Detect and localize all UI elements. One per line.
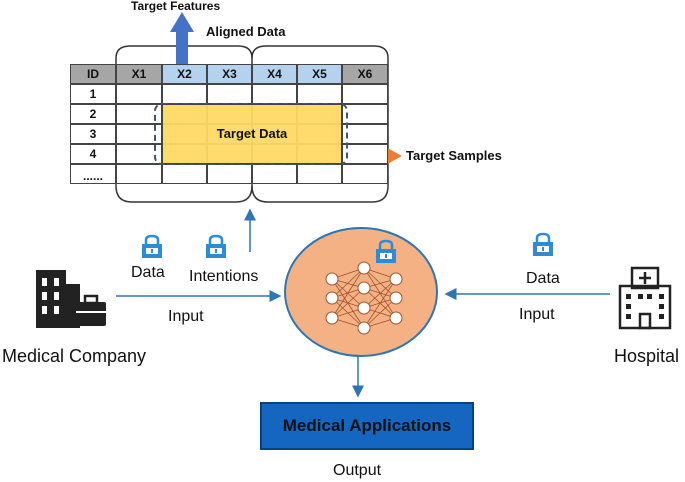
aligned-data-label: Aligned Data <box>206 24 286 39</box>
table-cell <box>342 104 388 124</box>
table-header-x3: X3 <box>207 64 252 84</box>
target-data-label: Target Data <box>216 126 288 141</box>
output-label: Output <box>333 462 382 479</box>
input-label-right: Input <box>519 306 555 323</box>
target-data-fill <box>162 104 342 164</box>
lock-icon <box>533 232 553 256</box>
table-row-id: ...... <box>70 164 116 184</box>
table-header-x1: X1 <box>116 64 162 84</box>
table-header-x6: X6 <box>342 64 388 84</box>
table-cell <box>207 84 252 104</box>
table-cell <box>116 144 162 164</box>
table-cell <box>162 164 207 184</box>
target-features-label: Target Features <box>131 0 221 13</box>
table-cell <box>252 164 297 184</box>
aligned-region-right <box>251 45 389 203</box>
hospital-label: Hospital <box>614 346 680 366</box>
intentions-label: Intentions <box>189 268 259 285</box>
data-label-left: Data <box>131 264 165 281</box>
medical-company-label: Medical Company <box>2 346 147 366</box>
table-cell <box>297 84 342 104</box>
data-label-right: Data <box>526 270 560 287</box>
table-header-x5: X5 <box>297 64 342 84</box>
lock-icon <box>206 234 226 258</box>
table-cell <box>116 124 162 144</box>
table-cell <box>297 164 342 184</box>
table-cell <box>252 84 297 104</box>
table-cell <box>342 144 388 164</box>
table-cell <box>116 164 162 184</box>
table-header-x4: X4 <box>252 64 297 84</box>
table-cell <box>342 124 388 144</box>
hospital-icon <box>618 266 672 330</box>
table-header-id: ID <box>70 64 116 84</box>
table-row-id: 1 <box>70 84 116 104</box>
table-row-id: 3 <box>70 124 116 144</box>
table-header-x2: X2 <box>162 64 207 84</box>
building-briefcase-icon <box>36 270 106 328</box>
lock-icon <box>142 234 162 258</box>
target-features-arrow <box>170 12 194 64</box>
table-cell <box>162 84 207 104</box>
table-cell <box>342 164 388 184</box>
lock-icon <box>376 239 396 263</box>
table-cell <box>116 104 162 124</box>
table-cell <box>116 84 162 104</box>
target-samples-label: Target Samples <box>406 148 502 163</box>
input-label-left: Input <box>168 308 204 325</box>
table-row-id: 2 <box>70 104 116 124</box>
medical-applications-label: Medical Applications <box>282 416 452 435</box>
neural-network-icon <box>325 261 403 335</box>
table-cell <box>342 84 388 104</box>
medical-applications-box: Medical Applications <box>260 402 474 450</box>
table-cell <box>207 164 252 184</box>
table-row-id: 4 <box>70 144 116 164</box>
